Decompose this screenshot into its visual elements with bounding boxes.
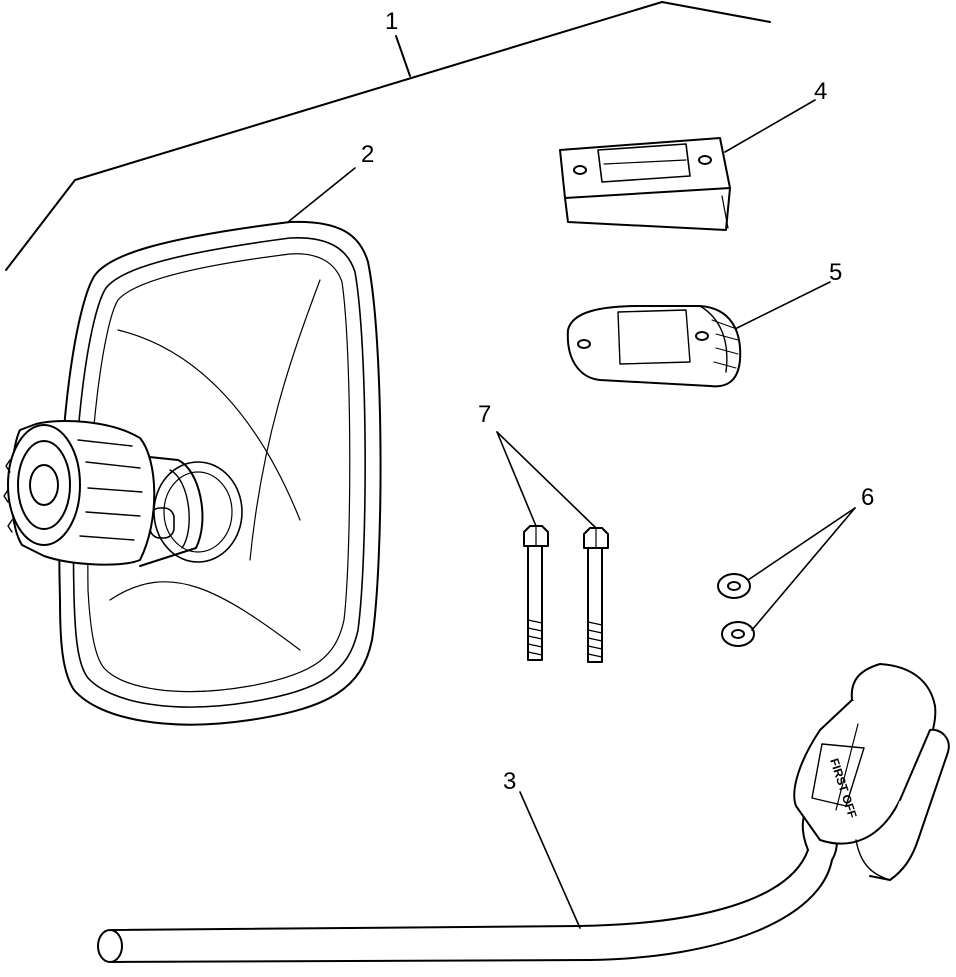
callout-3: 3 [503,768,517,795]
callout-1: 1 [385,8,399,35]
callout-4: 4 [814,78,828,105]
bolt-left [523,525,549,661]
callout-7: 7 [478,401,492,428]
callout-5: 5 [829,259,843,286]
leader-7a [496,431,537,527]
leader-6a [747,507,856,581]
leader-4 [724,99,816,153]
callout-2: 2 [361,141,375,168]
callout-6: 6 [861,484,875,511]
mirror-arm: FIRST OFF [97,663,950,963]
leader-5 [732,281,831,331]
adjuster-knob [3,420,204,567]
washer-lower [721,621,755,647]
washer-upper [717,573,751,599]
assembly-bracket [5,1,771,271]
bolt-right [583,527,609,663]
clamp-block-upper [559,137,731,231]
mirror-head [58,220,382,726]
leader-3 [519,791,581,929]
leader-6b [751,507,856,631]
leader-lines [287,99,856,929]
leader-2 [287,167,356,223]
leader-7b [496,431,597,529]
clamp-block-lower [566,305,742,388]
